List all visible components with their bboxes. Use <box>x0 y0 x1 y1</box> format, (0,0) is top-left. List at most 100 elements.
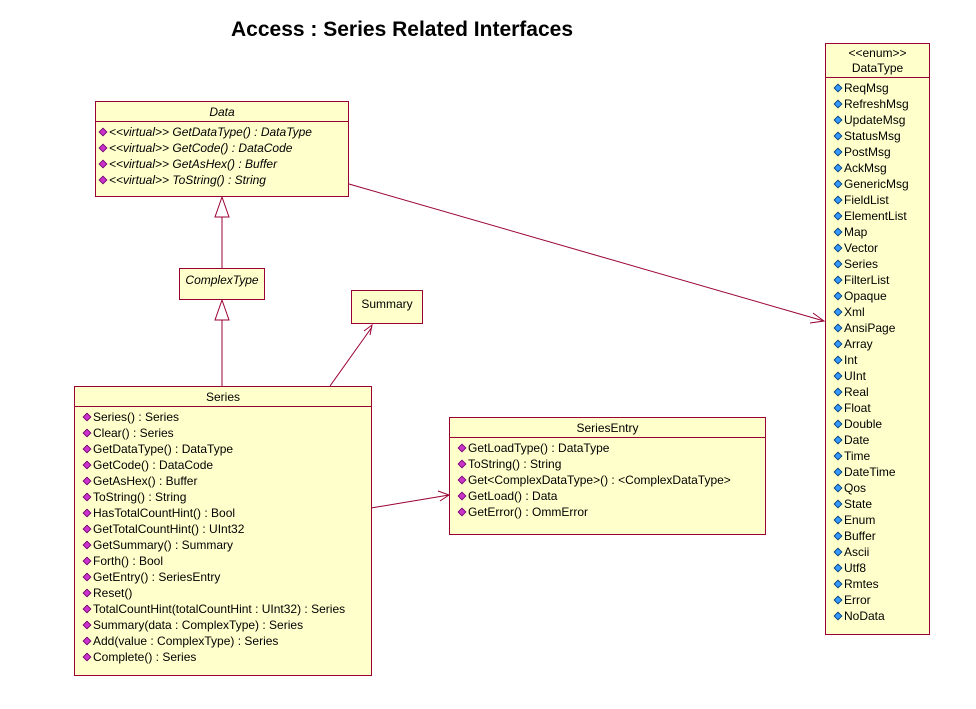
operation-icon <box>82 556 92 566</box>
enum-value-row: Buffer <box>833 528 929 544</box>
series-class-box[interactable]: Series Series() : Series Clear() : Serie… <box>74 386 372 676</box>
datatype-enum-header: <<enum>> DataType <box>826 44 929 78</box>
association-data-datatype <box>348 183 825 322</box>
enum-value-row: Opaque <box>833 288 929 304</box>
attribute-icon <box>833 547 843 557</box>
enum-value-row: NoData <box>833 608 929 624</box>
enum-value-row: StatusMsg <box>833 128 929 144</box>
association-arrowhead-summary <box>363 323 373 336</box>
operation-row: GetLoadType() : DataType <box>457 440 765 456</box>
enum-name: DataType <box>851 61 904 75</box>
operation-icon <box>98 159 108 169</box>
attribute-icon <box>833 611 843 621</box>
operation-row: GetLoad() : Data <box>457 488 765 504</box>
enum-value-row: Vector <box>833 240 929 256</box>
attribute-icon <box>833 595 843 605</box>
operation-icon <box>82 604 92 614</box>
enum-value-row: Ascii <box>833 544 929 560</box>
operation-row: GetError() : OmmError <box>457 504 765 520</box>
operation-row: ToString() : String <box>457 456 765 472</box>
operation-row: <<virtual>> GetAsHex() : Buffer <box>98 156 348 172</box>
enum-value-row: State <box>833 496 929 512</box>
operation-row: Summary(data : ComplexType) : Series <box>82 617 371 633</box>
operation-row: <<virtual>> GetCode() : DataCode <box>98 140 348 156</box>
operation-icon <box>98 127 108 137</box>
enum-value-row: Utf8 <box>833 560 929 576</box>
diagram-title: Access : Series Related Interfaces <box>231 18 574 41</box>
operation-icon <box>82 460 92 470</box>
operation-row: Get<ComplexDataType>() : <ComplexDataTyp… <box>457 472 765 488</box>
complextype-class-box[interactable]: ComplexType <box>179 268 265 300</box>
enum-value-row: UpdateMsg <box>833 112 929 128</box>
operation-row: Series() : Series <box>82 409 371 425</box>
operation-row: Clear() : Series <box>82 425 371 441</box>
enum-value-row: FieldList <box>833 192 929 208</box>
attribute-icon <box>833 563 843 573</box>
summary-class-box[interactable]: Summary <box>351 290 423 324</box>
attribute-icon <box>833 387 843 397</box>
enum-value-row: ElementList <box>833 208 929 224</box>
enum-value-row: AnsiPage <box>833 320 929 336</box>
operation-row: <<virtual>> ToString() : String <box>98 172 348 188</box>
operation-row: ToString() : String <box>82 489 371 505</box>
datatype-enum-values: ReqMsg RefreshMsg UpdateMsg StatusMsg Po… <box>826 78 929 624</box>
attribute-icon <box>833 243 843 253</box>
operation-icon <box>82 620 92 630</box>
enum-value-row: UInt <box>833 368 929 384</box>
operation-row: Complete() : Series <box>82 649 371 665</box>
operation-row: Reset() <box>82 585 371 601</box>
operation-row: HasTotalCountHint() : Bool <box>82 505 371 521</box>
attribute-icon <box>833 451 843 461</box>
operation-icon <box>98 175 108 185</box>
data-class-box[interactable]: Data <<virtual>> GetDataType() : DataTyp… <box>95 101 349 197</box>
generalization-arrowhead-complextype <box>214 298 230 321</box>
operation-row: GetAsHex() : Buffer <box>82 473 371 489</box>
datatype-enum-box[interactable]: <<enum>> DataType ReqMsg RefreshMsg Upda… <box>825 43 930 635</box>
operation-icon <box>82 412 92 422</box>
operation-icon <box>82 476 92 486</box>
seriesentry-class-box[interactable]: SeriesEntry GetLoadType() : DataType ToS… <box>449 417 766 535</box>
attribute-icon <box>833 435 843 445</box>
operation-icon <box>457 459 467 469</box>
association-series-seriesentry <box>370 494 450 509</box>
operation-icon <box>82 636 92 646</box>
operation-icon <box>82 652 92 662</box>
operation-row: <<virtual>> GetDataType() : DataType <box>98 124 348 140</box>
enum-value-row: PostMsg <box>833 144 929 160</box>
enum-value-row: Rmtes <box>833 576 929 592</box>
summary-class-name: Summary <box>361 297 413 311</box>
enum-value-row: Date <box>833 432 929 448</box>
enum-value-row: Real <box>833 384 929 400</box>
attribute-icon <box>833 147 843 157</box>
attribute-icon <box>833 355 843 365</box>
operation-row: Add(value : ComplexType) : Series <box>82 633 371 649</box>
attribute-icon <box>833 483 843 493</box>
complextype-class-name: ComplexType <box>185 273 259 287</box>
association-arrowhead-datatype <box>809 312 826 324</box>
attribute-icon <box>833 419 843 429</box>
attribute-icon <box>833 339 843 349</box>
operation-row: GetDataType() : DataType <box>82 441 371 457</box>
generalization-arrowhead-data <box>214 195 230 218</box>
attribute-icon <box>833 579 843 589</box>
attribute-icon <box>833 179 843 189</box>
operation-row: GetSummary() : Summary <box>82 537 371 553</box>
operation-row: GetCode() : DataCode <box>82 457 371 473</box>
operation-icon <box>457 507 467 517</box>
attribute-icon <box>833 291 843 301</box>
operation-row: Forth() : Bool <box>82 553 371 569</box>
attribute-icon <box>833 531 843 541</box>
attribute-icon <box>833 275 843 285</box>
operation-row: GetEntry() : SeriesEntry <box>82 569 371 585</box>
enum-value-row: FilterList <box>833 272 929 288</box>
enum-value-row: Enum <box>833 512 929 528</box>
enum-value-row: Double <box>833 416 929 432</box>
attribute-icon <box>833 211 843 221</box>
operation-icon <box>98 143 108 153</box>
attribute-icon <box>833 259 843 269</box>
series-class-name: Series <box>75 387 371 407</box>
seriesentry-class-operations: GetLoadType() : DataType ToString() : St… <box>450 438 765 520</box>
enum-value-row: Series <box>833 256 929 272</box>
attribute-icon <box>833 307 843 317</box>
operation-icon <box>457 491 467 501</box>
